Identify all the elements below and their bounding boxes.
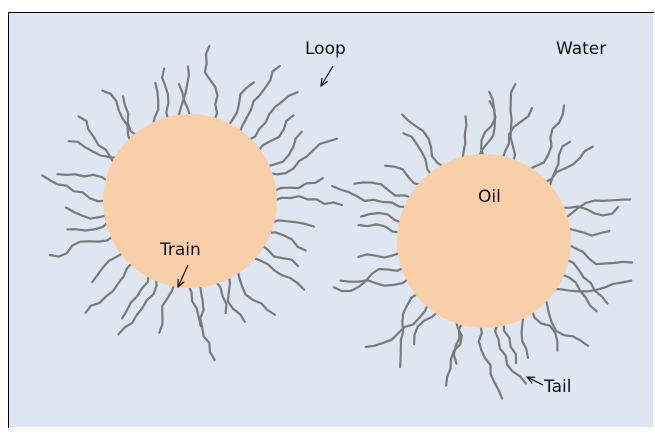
right-oil-droplet — [397, 154, 571, 328]
water-label: Water — [556, 39, 606, 59]
loop-label: Loop — [305, 39, 346, 59]
train-label: Train — [159, 240, 201, 260]
tail-label: Tail — [543, 377, 571, 397]
oil-label: Oil — [478, 187, 501, 207]
left-oil-droplet — [103, 114, 277, 288]
